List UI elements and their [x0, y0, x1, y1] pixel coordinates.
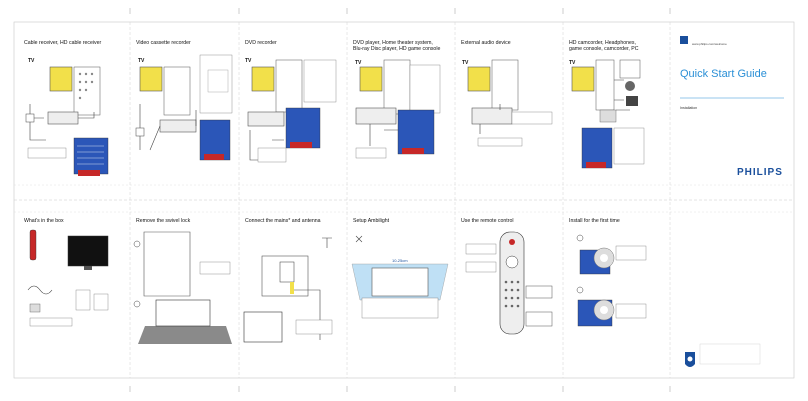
tv-label: TV: [138, 58, 145, 64]
diagram-ambilight: [351, 235, 449, 319]
installation-subtitle: Installation: [680, 106, 698, 110]
quick-start-guide-title: Quick Start Guide: [680, 68, 767, 80]
section-subtitle-dvd-player: Blu-ray Disc player, HD game console: [353, 46, 441, 52]
section-title-mains-antenna: Connect the mains* and antenna: [245, 218, 321, 224]
tv-label: TV: [245, 58, 252, 64]
diagram-audio-device: [467, 59, 553, 147]
section-title-swivel-lock: Remove the swivel lock: [136, 218, 191, 224]
section-title-whats-in-the-box: What's in the box: [24, 218, 64, 224]
diagram-remote-control: [465, 231, 553, 335]
philips-logo: PHILIPS: [737, 167, 783, 178]
section-subtitle-hd-camcorder: game console, camcorder, PC: [569, 46, 639, 52]
diagram-dvd-recorder: [247, 59, 337, 163]
section-title-remote-control: Use the remote control: [461, 218, 514, 224]
diagram-whats-in-the-box: [27, 229, 109, 327]
tv-label: TV: [462, 60, 469, 66]
section-title-audio-device: External audio device: [461, 40, 511, 46]
section-title-ambilight: Setup Ambilight: [353, 218, 390, 224]
philips-url: www.philips.com/welcome: [692, 42, 727, 46]
section-title-cable-receiver: Cable receiver, HD cable receiver: [24, 40, 102, 46]
section-title-dvd-recorder: DVD recorder: [245, 40, 277, 46]
diagram-cable-receiver: [25, 66, 109, 176]
philips-shield-icon: [685, 352, 695, 367]
tv-label: TV: [28, 58, 35, 64]
ambilight-distance-label: 10-25cm: [392, 258, 408, 263]
diagram-vcr: [135, 54, 233, 161]
section-title-dvd-player: DVD player, Home theater system,: [353, 40, 433, 46]
section-title-vcr: Video cassette recorder: [136, 40, 191, 46]
diagram-swivel-lock: [133, 231, 232, 344]
tv-label: TV: [569, 60, 576, 66]
tv-label: TV: [355, 60, 362, 66]
section-title-hd-camcorder: HD camcorder, Headphones,: [569, 40, 636, 46]
section-title-first-install: Install for the first time: [569, 218, 620, 224]
diagram-mains-antenna: [243, 237, 333, 343]
diagram-hd-camcorder: [571, 59, 645, 169]
cover-panel: [680, 36, 784, 367]
diagram-first-install: [576, 234, 647, 327]
diagram-dvd-player: [355, 59, 441, 159]
